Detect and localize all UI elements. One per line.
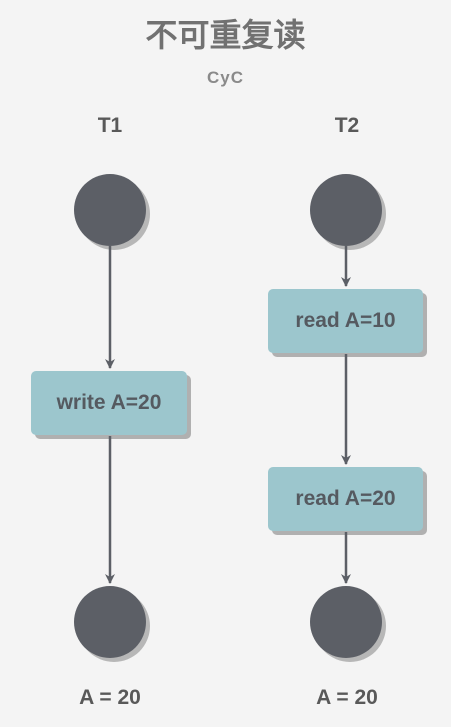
- diagram-subtitle: CyC: [206, 68, 244, 87]
- t2-start-node: [310, 174, 382, 246]
- t2-end-node: [310, 586, 382, 658]
- t1-end-node: [74, 586, 146, 658]
- t1-start-node: [74, 174, 146, 246]
- t2-read-step-1: read A=10: [268, 289, 423, 353]
- t1-result-label: A = 20: [79, 686, 141, 709]
- t1-write-step: write A=20: [31, 371, 187, 435]
- lane-label-t2: T2: [334, 114, 360, 137]
- diagram-title: 不可重复读: [145, 16, 306, 54]
- lane-label-t1: T1: [97, 114, 123, 137]
- t2-result-label: A = 20: [316, 686, 378, 709]
- t2-read-step-2: read A=20: [268, 467, 423, 531]
